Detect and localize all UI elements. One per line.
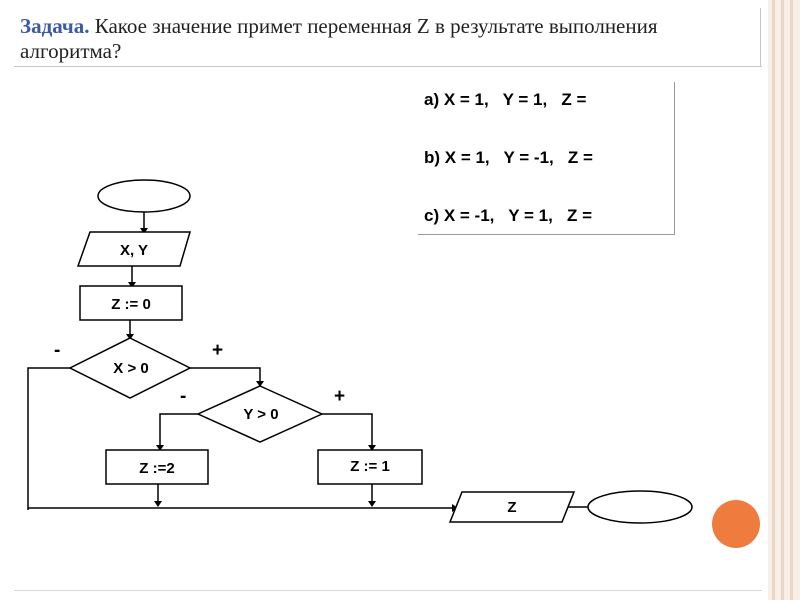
task-label: Задача. [20,14,90,38]
minus-sign-x: - [54,340,60,361]
condition-x-label: X > 0 [113,360,148,377]
arrow-head [126,334,134,340]
flow-line [159,413,198,448]
arrow-head [256,381,264,387]
flow-line [322,413,373,448]
arrow-head [156,445,164,451]
answer-variants: a) X = 1, Y = 1, Z = b) X = 1, Y = -1, Z… [418,82,675,235]
assign-one-label: Z := 1 [350,458,390,475]
output-label: Z [507,499,516,516]
input-block [76,231,192,267]
slide-title: Задача. Какое значение примет переменная… [20,14,760,64]
condition-y-label: Y > 0 [243,406,278,423]
title-divider-vertical [760,8,761,66]
flow-line [27,367,70,510]
assign-init-label: Z := 0 [111,296,151,313]
assign-init-block [79,285,183,321]
variant-a: a) X = 1, Y = 1, Z = [424,90,587,109]
variant-b: b) X = 1, Y = -1, Z = [424,148,593,167]
arrow-head [368,445,376,451]
minus-sign-y: - [180,386,186,407]
arrow-head [368,501,376,507]
plus-sign-y: + [334,386,345,407]
title-divider [14,66,762,67]
stripe-line [790,0,793,600]
stripe-line [772,0,775,600]
assign-two-label: Z :=2 [139,460,174,477]
end-terminal [587,490,693,524]
flow-line [190,367,261,384]
start-terminal [97,179,191,213]
variant-c: c) X = -1, Y = 1, Z = [424,206,593,225]
task-question: Какое значение примет переменная Z в рез… [20,14,658,63]
arrow-head [154,501,162,507]
stripe-line [781,0,784,600]
accent-circle [712,500,760,548]
assign-one-block [317,449,423,485]
arrow-head [128,282,136,288]
assign-two-block [105,449,209,485]
decision-x [68,337,192,399]
input-label: X, Y [120,242,148,259]
decision-y [196,385,324,443]
bottom-divider [14,590,762,591]
arrow-head [140,228,148,234]
output-block [448,491,576,523]
plus-sign-x: + [212,340,223,361]
